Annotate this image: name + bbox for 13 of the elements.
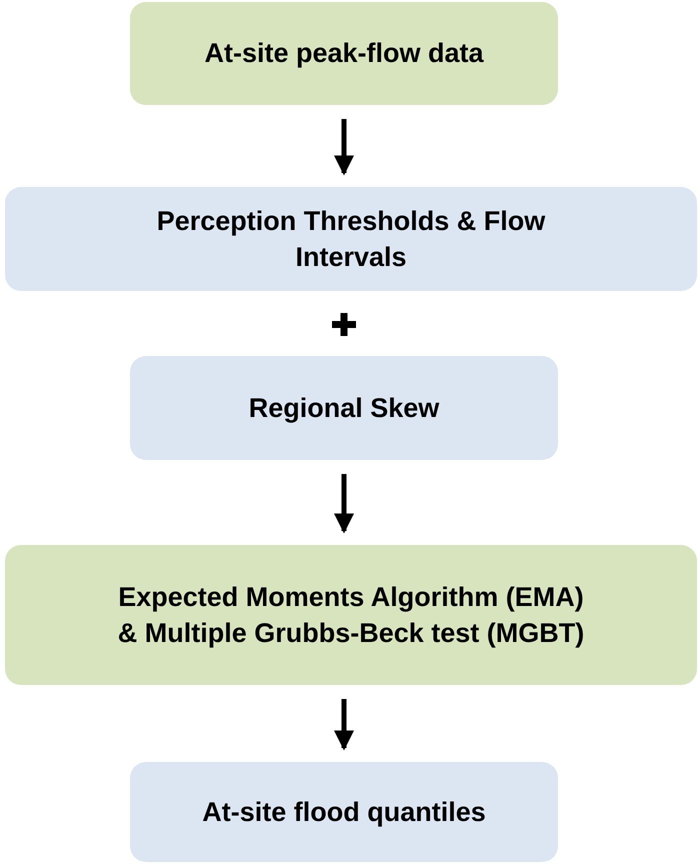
arrow (334, 119, 354, 176)
box-label: Regional Skew (248, 392, 440, 425)
box-label: At-site peak-flow data (204, 37, 484, 70)
arrow (334, 699, 354, 750)
process-box (130, 2, 558, 105)
box-label: At-site flood quantiles (202, 796, 486, 829)
box-label: Perception Thresholds & Flow Intervals (156, 204, 546, 274)
process-box (5, 545, 697, 685)
process-box (130, 356, 558, 460)
process-box (130, 762, 558, 862)
process-box (5, 187, 697, 291)
arrow (334, 474, 354, 534)
box-label: Expected Moments Algorithm (EMA) & Multiple Grubbs-Beck test (MGBT) (116, 580, 586, 650)
